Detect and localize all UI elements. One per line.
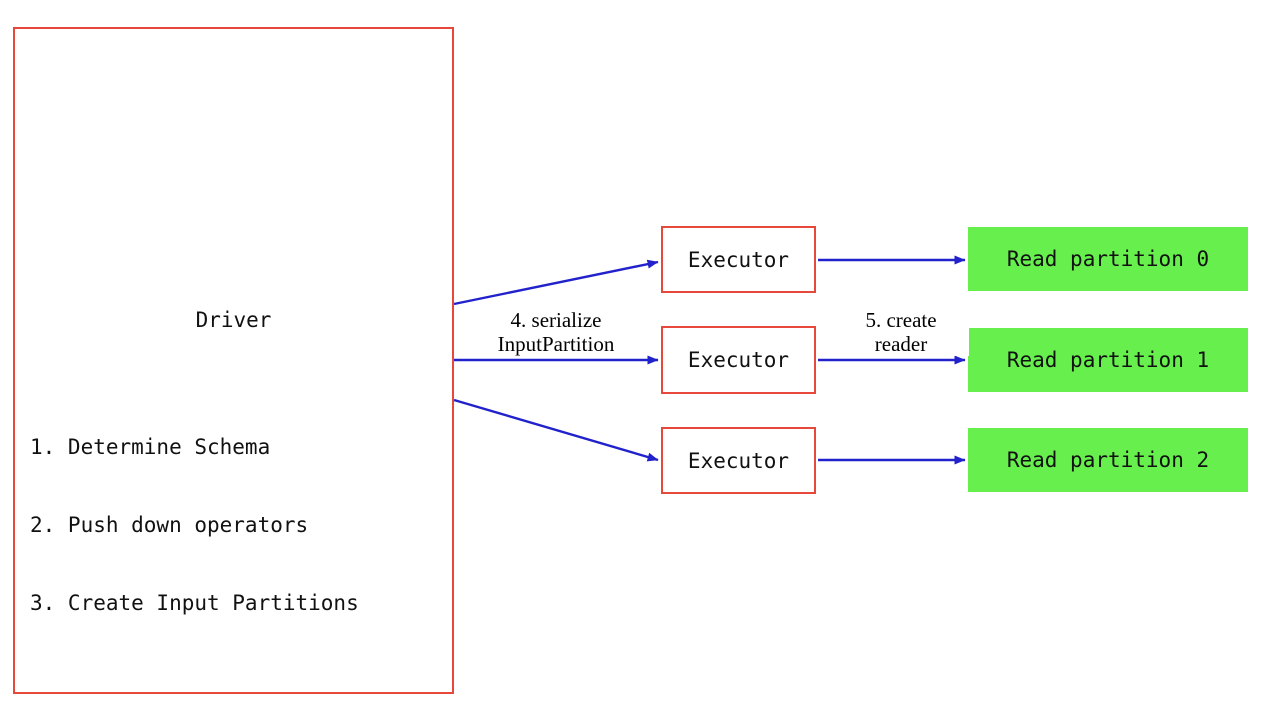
edge-label-serialize-input-partition: 4. serialize InputPartition: [470, 308, 642, 356]
partition-label-2: Read partition 2: [1006, 448, 1210, 472]
driver-step-1: 1. Determine Schema: [30, 435, 271, 459]
edge-label-create-line-1: 5. create: [865, 308, 937, 332]
executor-label-1: Executor: [687, 247, 790, 272]
driver-steps-list: 1. Determine Schema 2. Push down operato…: [30, 382, 359, 668]
driver-step-3: 3. Create Input Partitions: [30, 591, 359, 615]
arrow-driver-to-executor-3: [453, 398, 659, 462]
edge-label-create-line-2: reader: [874, 332, 928, 356]
executor-box-2: Executor: [661, 326, 816, 394]
executor-box-1: Executor: [661, 226, 816, 293]
driver-title: Driver: [195, 308, 272, 332]
partition-box-2: Read partition 2: [968, 428, 1248, 492]
partition-label-0: Read partition 0: [1006, 247, 1210, 271]
partition-label-1: Read partition 1: [1006, 348, 1210, 372]
driver-step-2: 2. Push down operators: [30, 513, 309, 537]
executor-label-2: Executor: [687, 348, 790, 372]
partition-box-1: Read partition 1: [968, 328, 1248, 392]
edge-label-create-reader: 5. create reader: [833, 308, 969, 356]
arrow-driver-to-executor-1: [453, 259, 659, 306]
partition-box-0: Read partition 0: [968, 227, 1248, 291]
edge-label-serialize-line-1: 4. serialize: [510, 308, 602, 332]
driver-box: Driver 1. Determine Schema 2. Push down …: [13, 27, 454, 694]
edge-label-serialize-line-2: InputPartition: [497, 332, 615, 356]
executor-box-3: Executor: [661, 427, 816, 494]
executor-label-3: Executor: [687, 448, 790, 473]
